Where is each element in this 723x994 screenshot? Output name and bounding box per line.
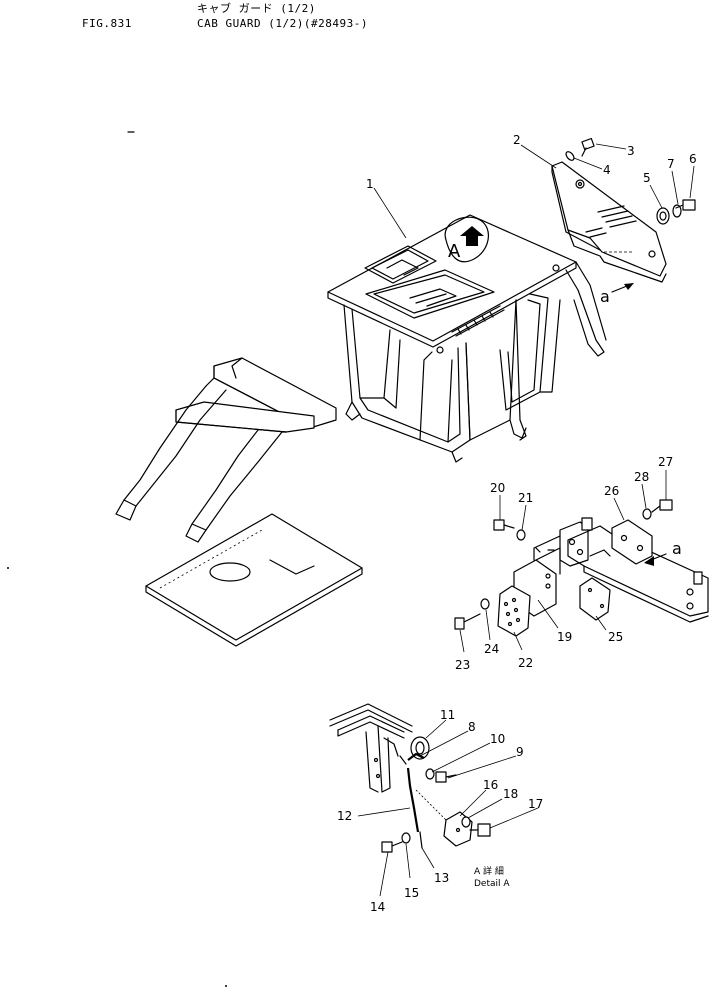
callout-27: 27 [658,455,673,469]
callout-22: 22 [518,656,533,670]
callout-19: 19 [557,630,572,644]
view-arrow-a-lower [644,553,667,566]
callout-9: 9 [516,745,524,759]
bracket-assembly-drawing [497,517,709,637]
view-arrow-a-lower-label: a [672,539,682,558]
stray-marks [7,131,555,987]
callout-28: 28 [634,470,649,484]
callout-23: 23 [455,658,470,672]
cover-plate-drawing [551,161,667,283]
figure-number: FIG.831 [82,17,132,30]
floor-plate-drawing [145,513,363,647]
callout-26: 26 [604,484,619,498]
callout-3: 3 [627,144,635,158]
title-japanese: キャブ ガード (1/2) [197,2,316,15]
detail-a-callout [444,216,489,263]
detail-a-label-jp: A 詳 細 [474,865,504,877]
callout-8: 8 [468,720,476,734]
callout-21: 21 [518,491,533,505]
fasteners-20-21-23-24-27-28 [454,499,673,630]
callout-18: 18 [503,787,518,801]
callout-16: 16 [483,778,498,792]
callout-13: 13 [434,871,449,885]
callout-24: 24 [484,642,499,656]
callout-25: 25 [608,630,623,644]
callout-14: 14 [370,900,385,914]
guard-frame-drawing [115,357,337,543]
detail-a-label-en: Detail A [474,879,510,889]
callout-7: 7 [667,157,675,171]
callout-4: 4 [603,163,611,177]
view-arrow-a-upper [611,283,634,293]
arrow-up-icon [460,226,484,246]
detail-a-mark: A [448,241,461,262]
view-arrow-a-upper-label: a [600,287,610,306]
callout-5: 5 [643,171,651,185]
callout-11: 11 [440,708,455,722]
leader-lines [357,143,695,897]
fasteners-3-4-5-6-7 [565,137,696,225]
callout-10: 10 [490,732,505,746]
cab-guard-drawing [327,214,607,463]
title-english: CAB GUARD (1/2)(#28493-) [197,17,368,30]
callout-1: 1 [366,177,374,191]
callout-12: 12 [337,809,352,823]
callout-6: 6 [689,152,697,166]
callout-20: 20 [490,481,505,495]
callout-2: 2 [513,133,521,147]
callout-17: 17 [528,797,543,811]
callout-numbers: 1 2 3 4 5 6 7 8 9 10 11 12 13 14 15 16 1… [337,133,697,914]
callout-15: 15 [404,886,419,900]
detail-a-drawing [329,703,491,853]
